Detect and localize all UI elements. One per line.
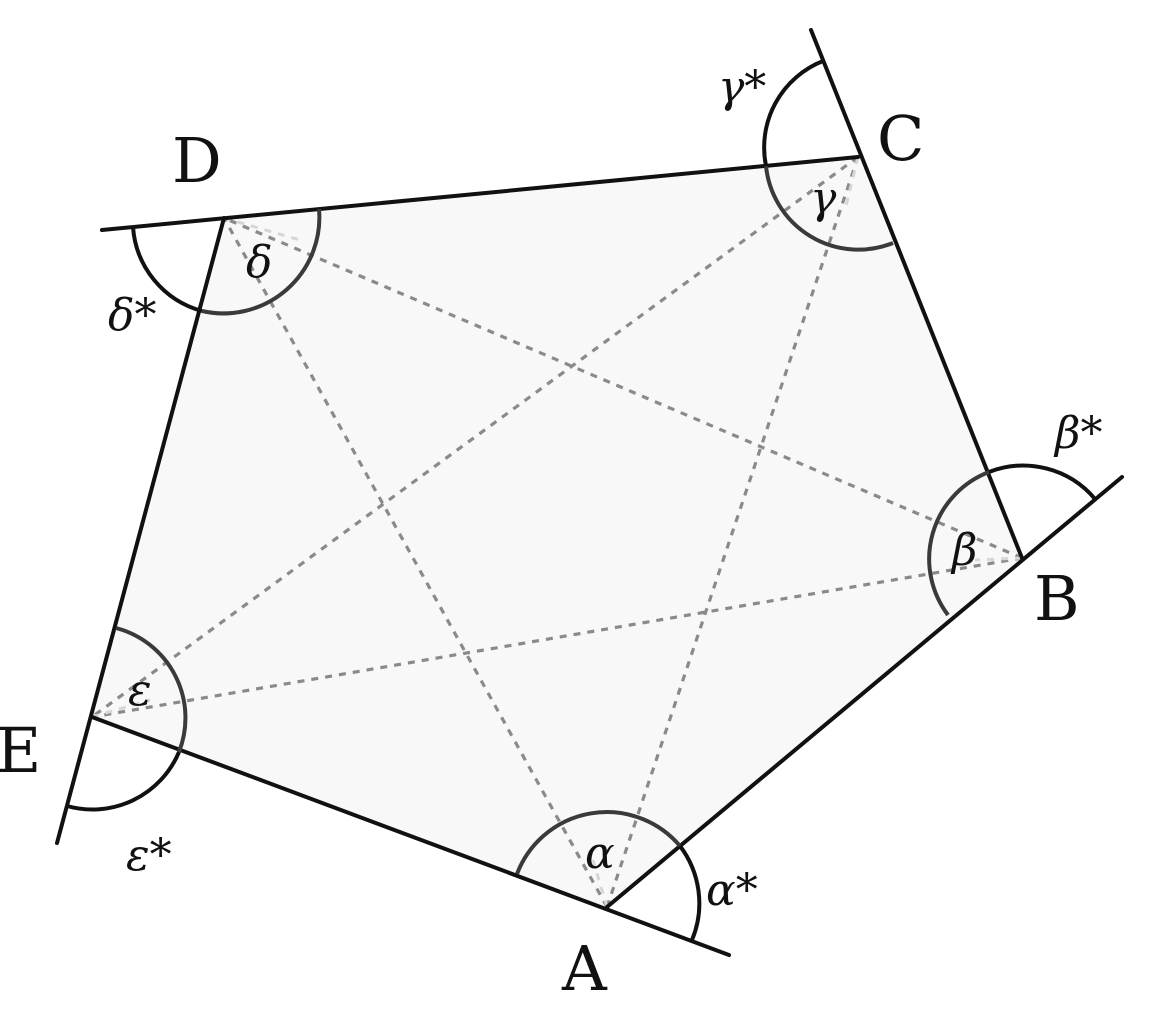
- exterior-angle-labels: α* β* γ* δ* ε*: [108, 62, 1102, 916]
- diagonals: [91, 155, 1023, 908]
- vertex-label-e: E: [0, 714, 41, 787]
- angle-label-alpha: α: [585, 828, 615, 879]
- hint-gamma: [843, 156, 860, 211]
- arc-alpha: [515, 810, 682, 875]
- interior-arcs: [115, 165, 990, 875]
- angle-label-gamma-star: γ*: [718, 62, 766, 113]
- arc-delta-star: [131, 226, 203, 313]
- hint-alpha: [588, 849, 609, 908]
- angle-label-delta: δ: [246, 237, 273, 288]
- side-c-d: [100, 155, 860, 232]
- angle-label-beta: β: [950, 525, 977, 576]
- vertex-label-d: D: [172, 124, 222, 197]
- angle-label-epsilon: ε: [128, 665, 152, 716]
- exterior-arcs: [66, 59, 1097, 941]
- vertex-labels: A B C D E: [0, 102, 1080, 1005]
- arc-gamma: [764, 165, 894, 252]
- arc-delta: [201, 208, 322, 316]
- vertex-label-b: B: [1034, 562, 1080, 635]
- side-e-a: [90, 715, 731, 957]
- arc-alpha-star: [678, 844, 702, 941]
- diagonal-b-d: [223, 216, 1023, 560]
- angle-hints: [91, 156, 1023, 908]
- diagonal-b-e: [91, 556, 1023, 719]
- pentagon-fill: [92, 157, 1022, 907]
- vertex-label-c: C: [877, 102, 924, 175]
- side-b-c: [809, 28, 1024, 560]
- side-d-e: [55, 216, 226, 845]
- angle-label-delta-star: δ*: [108, 290, 157, 341]
- sides: [55, 28, 1124, 957]
- arc-beta-star: [988, 463, 1097, 501]
- hint-epsilon: [91, 698, 151, 719]
- vertex-label-a: A: [561, 932, 608, 1005]
- diagonal-c-e: [91, 155, 859, 719]
- angle-label-alpha-star: α*: [706, 865, 758, 916]
- angle-label-beta-star: β*: [1053, 408, 1102, 459]
- interior-angle-labels: α β γ δ ε: [128, 173, 977, 879]
- diagonal-a-c: [605, 156, 860, 908]
- angle-label-gamma: γ: [810, 173, 837, 224]
- arc-gamma-star: [762, 59, 824, 167]
- arc-epsilon: [115, 626, 188, 753]
- side-a-b: [605, 475, 1124, 909]
- arc-beta: [927, 470, 990, 617]
- angle-label-epsilon-star: ε*: [126, 830, 172, 881]
- arc-epsilon-star: [66, 751, 181, 812]
- diagonal-a-d: [222, 217, 609, 908]
